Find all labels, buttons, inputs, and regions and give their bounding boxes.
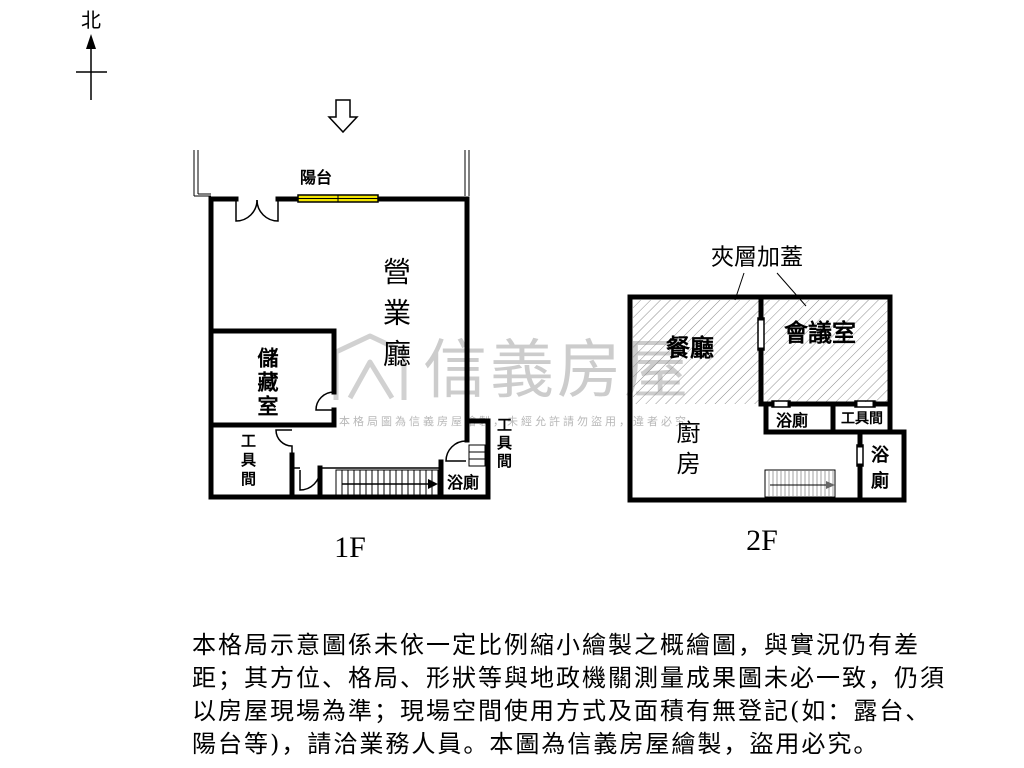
floor1-balcony-railing <box>193 150 470 197</box>
floor2-meeting-room-label: 會議室 <box>784 318 856 347</box>
floor2-mezzanine-note: 夾層加蓋 <box>711 244 803 271</box>
floor1-walls <box>208 196 491 500</box>
north-label: 北 <box>81 8 101 32</box>
mezzanine-leader-lines <box>734 272 807 307</box>
floor2-dining-room-label: 餐廳 <box>666 333 714 362</box>
floor2-kitchen-label: 廚房 <box>672 420 700 482</box>
floor1-stair-arrow-icon <box>342 479 438 489</box>
north-arrow-icon <box>76 34 107 100</box>
floor1-storage-room-label: 儲藏室 <box>255 347 280 419</box>
floor2-meeting-hatch <box>764 300 888 402</box>
floor2-staircase <box>764 469 836 498</box>
floor1-stair-steps <box>341 470 433 495</box>
floor2-bathroom-right-label: 浴廁 <box>868 445 889 497</box>
disclaimer-line: 本格局示意圖係未依一定比例縮小繪製之概繪圖，與實況仍有差 <box>192 631 920 659</box>
floor2-walls <box>627 294 907 503</box>
disclaimer-line: 陽台等)，請洽業務人員。本圖為信義房屋繪製，盜用必究。 <box>192 730 880 758</box>
floor2-doors <box>757 317 876 467</box>
floor2-bathroom-small-label: 浴廁 <box>775 411 809 430</box>
floor2-label: 2F <box>746 524 778 557</box>
floor1-bathroom-label: 浴廁 <box>446 473 480 492</box>
floor2-dining-hatch <box>633 300 759 404</box>
disclaimer: 本格局示意圖係未依一定比例縮小繪製之概繪圖，與實況仍有差 距；其方位、格局、形狀… <box>192 629 946 761</box>
disclaimer-line: 距；其方位、格局、形狀等與地政機關測量成果圖未必一致，仍須 <box>192 664 946 692</box>
floor1-staircase <box>320 467 442 496</box>
floor1-doors <box>235 199 467 491</box>
floor1-tool-closet <box>468 444 486 467</box>
floor2-tool-room-label: 工具間 <box>841 411 883 427</box>
floor1-balcony-label: 陽台 <box>299 168 333 187</box>
watermark-notice: 本格局圖為信義房屋繪製，未經允許請勿盜用，違者必究 <box>339 414 689 428</box>
floor1-tool-room-left-label: 工具間 <box>239 433 257 490</box>
disclaimer-line: 以房屋現場為準；現場空間使用方式及面積有無登記(如：露台、 <box>192 697 932 725</box>
floor2-stair-arrow-icon <box>770 481 835 489</box>
floor2-stair-steps <box>768 471 834 496</box>
floor1-label: 1F <box>334 531 366 564</box>
floor1-tool-room-right-label: 工具間 <box>495 417 513 471</box>
floor1-business-hall-label: 營業廳 <box>379 257 412 380</box>
entrance-arrow-icon <box>327 99 359 134</box>
